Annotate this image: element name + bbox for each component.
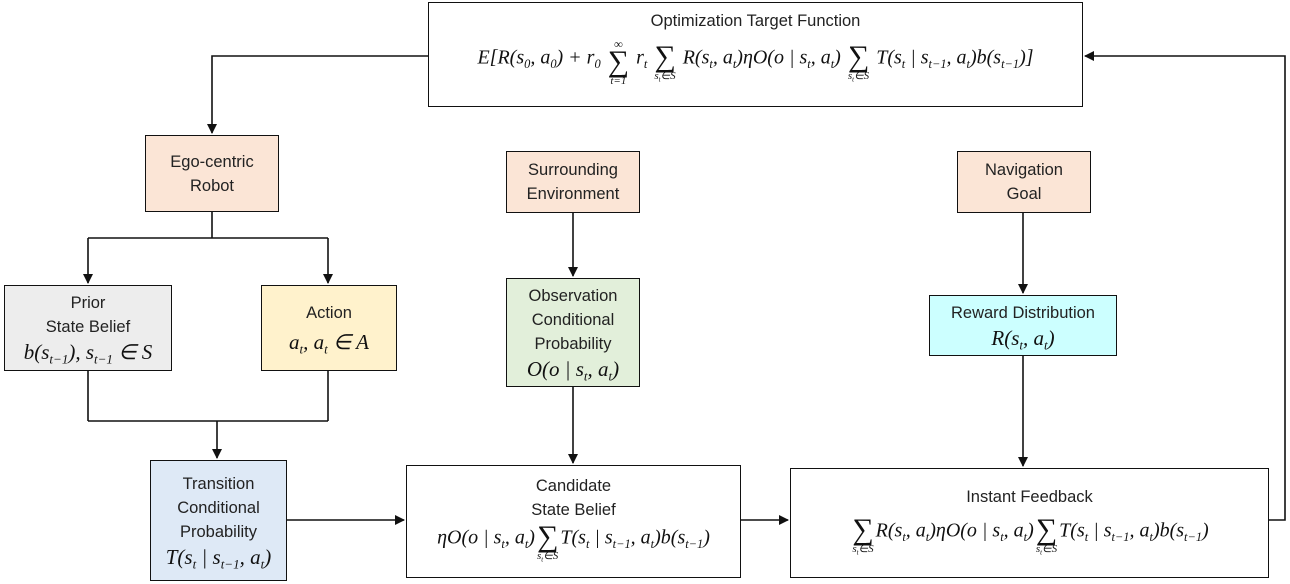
action-label: Action bbox=[306, 304, 352, 322]
arrow-optimization-to-ego bbox=[207, 55, 428, 134]
ego-robot-line2: Robot bbox=[189, 176, 235, 195]
transition-line2: Conditional bbox=[177, 498, 260, 517]
transition-line1: Transition bbox=[182, 474, 255, 493]
transition-formula: T(st | st−1, at) bbox=[165, 544, 272, 572]
observation-line1: Observation bbox=[528, 286, 618, 305]
transition-line3: Probability bbox=[179, 522, 258, 541]
optimization-target-box: Optimization Target Function E[R(s0, a0)… bbox=[428, 2, 1083, 107]
prior-state-belief-box: Prior State Belief b(st−1), st−1 ∈ S bbox=[4, 285, 172, 371]
transition-probability-box: Transition Conditional Probability T(st … bbox=[150, 460, 287, 581]
surrounding-line2: Environment bbox=[526, 185, 620, 203]
ego-robot-box: Ego-centric Robot bbox=[145, 135, 279, 212]
prior-line2: State Belief bbox=[45, 318, 131, 336]
candidate-line1: Candidate bbox=[535, 477, 612, 495]
surrounding-line1: Surrounding bbox=[528, 161, 618, 179]
action-box: Action at, at ∈ A bbox=[261, 285, 397, 371]
navigation-line1: Navigation bbox=[985, 161, 1063, 179]
observation-probability-box: Observation Conditional Probability O(o … bbox=[506, 278, 640, 387]
observation-formula: O(o | st, at) bbox=[526, 356, 620, 384]
navigation-line2: Goal bbox=[1006, 185, 1042, 203]
optimization-title: Optimization Target Function bbox=[650, 12, 861, 30]
observation-line2: Conditional bbox=[531, 310, 615, 329]
action-formula: at, at ∈ A bbox=[289, 330, 369, 357]
prior-line1: Prior bbox=[70, 294, 106, 312]
arrow-instant-to-optimization bbox=[1084, 51, 1286, 521]
prior-formula: b(st−1), st−1 ∈ S bbox=[23, 340, 153, 367]
candidate-state-belief-box: Candidate State Belief ηO(o | st, at)∑st… bbox=[406, 465, 741, 578]
reward-distribution-box: Reward Distribution R(st, at) bbox=[929, 295, 1117, 356]
navigation-goal-box: Navigation Goal bbox=[957, 151, 1091, 213]
optimization-formula: E[R(s0, a0) + r0 ∞∑t=1 rt ∑st∈S R(st, at… bbox=[477, 37, 1034, 87]
reward-formula: R(st, at) bbox=[991, 325, 1055, 353]
surrounding-environment-box: Surrounding Environment bbox=[506, 151, 640, 213]
instant-label: Instant Feedback bbox=[966, 488, 1093, 506]
candidate-line2: State Belief bbox=[531, 501, 616, 519]
reward-label: Reward Distribution bbox=[951, 303, 1095, 322]
ego-robot-line1: Ego-centric bbox=[170, 152, 254, 171]
observation-line3: Probability bbox=[534, 334, 612, 353]
